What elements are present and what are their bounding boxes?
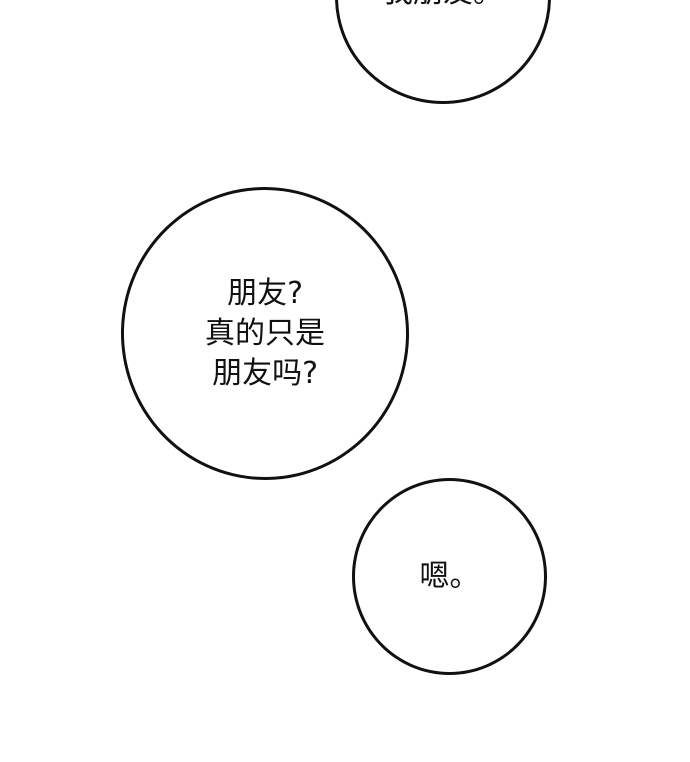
speech-bubble-top: 我朋友。 [335,0,551,104]
bubble-text: 朋友? 真的只是 朋友吗? [205,275,325,391]
bubble-text: 我朋友。 [383,0,503,13]
speech-bubble-middle: 朋友? 真的只是 朋友吗? [111,177,419,490]
bubble-text: 嗯。 [419,558,480,594]
speech-bubble-bottom: 嗯。 [352,478,547,675]
